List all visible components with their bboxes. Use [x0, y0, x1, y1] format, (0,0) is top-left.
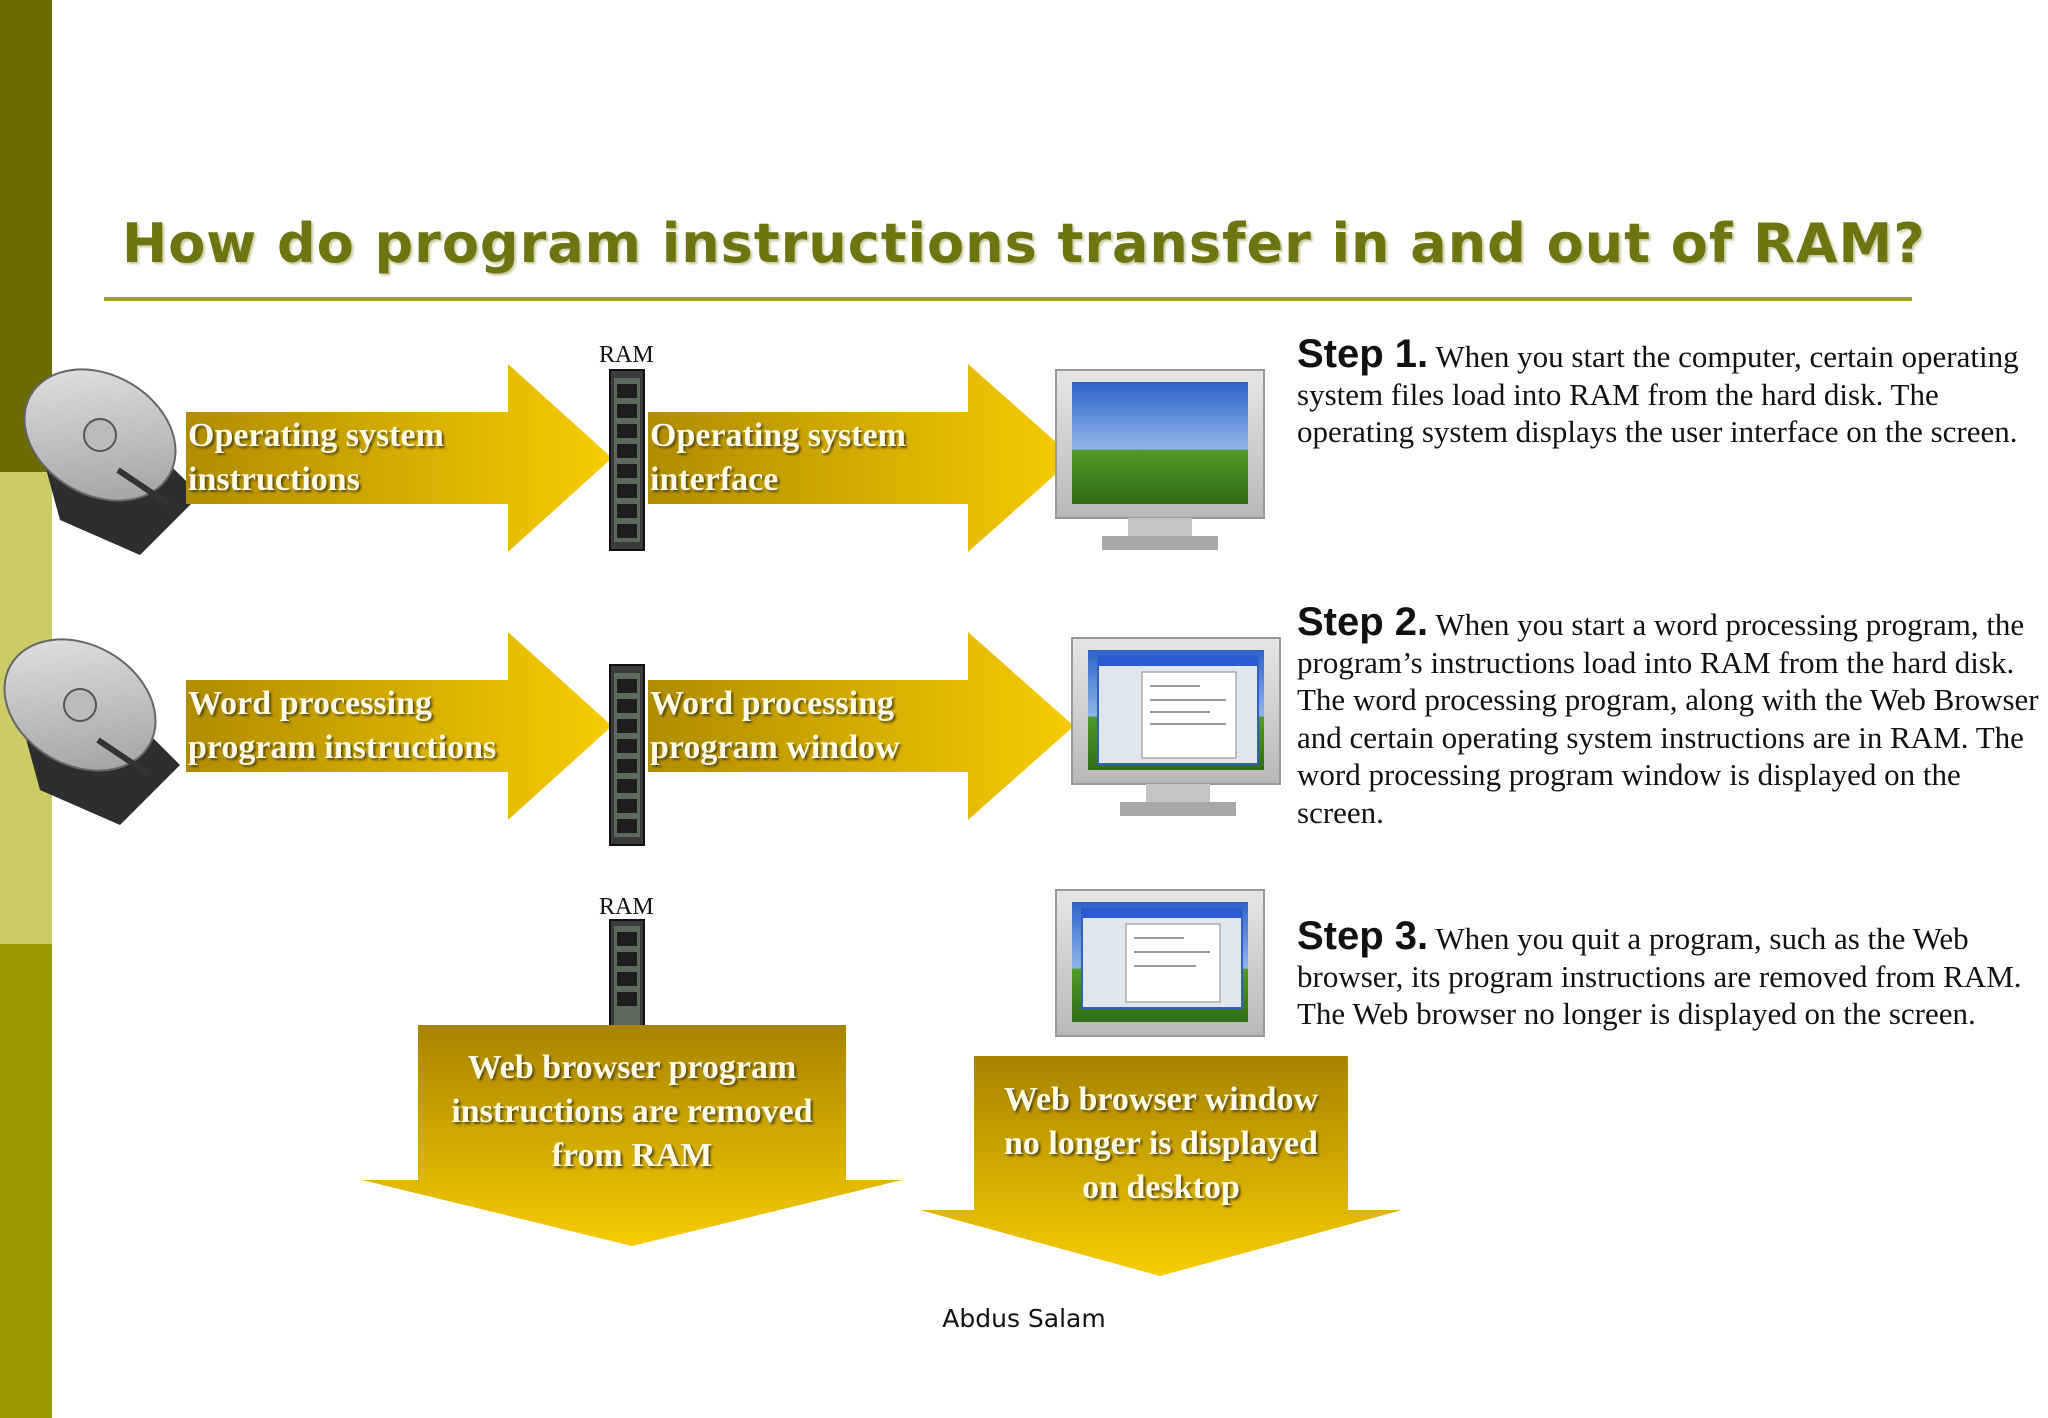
down-arrow-desktop-line3: on desktop [1082, 1169, 1240, 1206]
down-arrow-desktop-line1: Web browser window [1003, 1081, 1319, 1118]
arrow-row2-right-line1: Word processing [650, 685, 895, 722]
ram-label-bottom: RAM [599, 894, 654, 920]
step-1-description: Step 1. When you start the computer, cer… [1297, 334, 2047, 451]
step-1-label: Step 1. [1297, 332, 1429, 376]
step-2-label: Step 2. [1297, 600, 1429, 644]
slide-title: How do program instructions transfer in … [122, 212, 1926, 275]
monitor-word-processor-icon [1071, 637, 1281, 816]
down-arrow-remove-ram-line1: Web browser program [467, 1049, 797, 1086]
arrow-row1-right [648, 364, 1074, 552]
down-arrow-remove-ram-line2: instructions are removed [451, 1093, 813, 1130]
arrow-row1-right-label: Operating system interface [650, 414, 906, 502]
hard-disk-icon-1 [23, 368, 200, 555]
ram-module-icon-3 [609, 919, 645, 1031]
step-3-description: Step 3. When you quit a program, such as… [1297, 916, 2047, 1033]
arrow-row1-left-label: Operating system instructions [188, 414, 444, 502]
arrow-row2-left-label: Word processing program instructions [188, 682, 496, 770]
ram-label-top: RAM [599, 342, 654, 368]
step-3-label: Step 3. [1297, 914, 1429, 958]
hard-disk-icon-2 [3, 638, 180, 825]
monitor-browser-icon [1055, 889, 1265, 1037]
arrow-row1-right-line2: interface [650, 461, 779, 498]
arrow-row1-left-line2: instructions [188, 461, 360, 498]
arrow-row1-right-line1: Operating system [650, 417, 906, 454]
down-arrow-remove-ram-label: Web browser program instructions are rem… [418, 1046, 846, 1178]
title-underline [104, 297, 1912, 301]
arrow-row2-right-label: Word processing program window [650, 682, 900, 770]
arrow-row2-left-line1: Word processing [188, 685, 433, 722]
monitor-desktop-icon [1055, 369, 1265, 550]
ram-module-icon-1 [609, 369, 645, 551]
arrow-row2-left [186, 632, 612, 820]
step-2-text: When you start a word processing program… [1297, 607, 2039, 830]
arrow-row2-left-line2: program instructions [188, 729, 497, 766]
down-arrow-remove-ram [362, 1025, 902, 1246]
arrow-row2-right [648, 632, 1074, 820]
down-arrow-desktop [920, 1056, 1402, 1276]
arrow-row1-left [186, 364, 612, 552]
step-1-text: When you start the computer, certain ope… [1297, 339, 2019, 449]
down-arrow-desktop-label: Web browser window no longer is displaye… [974, 1078, 1348, 1210]
footer-author: Abdus Salam [942, 1304, 1106, 1333]
down-arrow-remove-ram-line3: from RAM [551, 1137, 713, 1174]
step-2-description: Step 2. When you start a word processing… [1297, 602, 2047, 831]
arrow-row2-right-line2: program window [650, 729, 900, 766]
down-arrow-desktop-line2: no longer is displayed [1004, 1125, 1318, 1162]
arrow-row1-left-line1: Operating system [188, 417, 444, 454]
step-3-text: When you quit a program, such as the Web… [1297, 921, 2022, 1031]
ram-module-icon-2 [609, 664, 645, 846]
